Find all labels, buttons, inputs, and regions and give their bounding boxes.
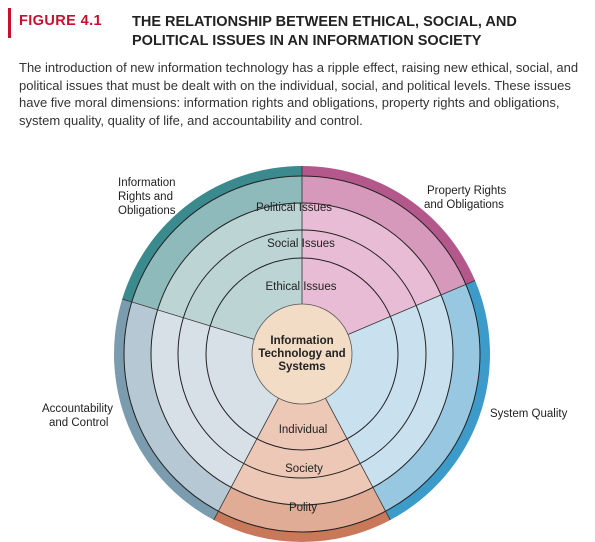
property-rights-label-line1: Property Rights [427,185,507,197]
information-rights-label-line3: Obligations [118,205,176,217]
property-rights-label-line2: and Obligations [424,199,504,211]
quality-of-life-band [213,511,391,542]
figure-label: FIGURE 4.1 [19,13,102,29]
center-disc [251,303,353,405]
center-label-line2: Technology and [258,348,345,360]
information-rights-sector [131,176,302,354]
figure-title: THE RELATIONSHIP BETWEEN ETHICAL, SOCIAL… [132,14,517,49]
sector-dividers [122,166,476,521]
figure-caption: The introduction of new information tech… [19,60,579,128]
system-quality-outer-tint [372,284,480,512]
accountability-divider [213,397,279,521]
political-issues-label: Political Issues [256,202,332,214]
center-label-line1: Information [270,335,333,347]
figure-accent-rule [8,8,11,38]
system-quality-label: System Quality [490,408,568,420]
information-rights-divider [122,298,255,340]
system-quality-divider [347,280,476,335]
information-rights-band [122,166,302,302]
accountability-band [114,299,219,520]
quality-of-life-divider [325,397,391,521]
ethical-issues-label: Ethical Issues [266,281,337,293]
social-issues-label: Social Issues [267,238,335,250]
quality-of-life-outer-tint [218,487,386,532]
quality-of-life-sector [218,354,386,532]
society-label: Society [285,463,323,475]
information-rights-outer-tint [131,176,302,310]
information-rights-label-line1: Information [118,177,176,189]
system-quality-band [385,280,490,520]
property-rights-sector [302,176,466,354]
outer-bands [114,166,490,542]
polity-label: Polity [289,502,317,514]
accountability-label-line1: Accountability [42,403,113,415]
individual-label: Individual [279,424,328,436]
property-rights-outer-tint [302,176,466,295]
center-label-line3: Systems [278,361,325,373]
accountability-label-line2: and Control [49,417,108,429]
information-rights-label-line2: Rights and [118,191,173,203]
property-rights-band [302,166,476,285]
